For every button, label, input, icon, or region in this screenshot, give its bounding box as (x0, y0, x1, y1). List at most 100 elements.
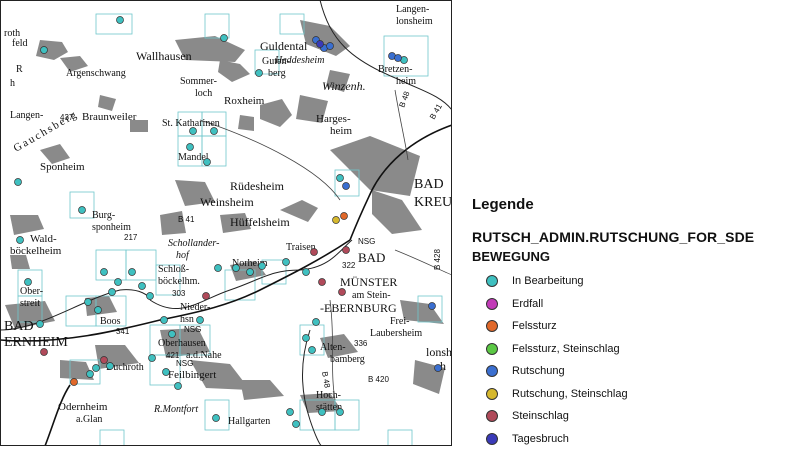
svg-text:streit: streit (20, 298, 40, 309)
svg-text:217: 217 (124, 233, 138, 242)
legend-item: In Bearbeitung (472, 270, 792, 293)
svg-text:Wald-: Wald- (30, 233, 57, 245)
svg-text:BAD: BAD (414, 177, 444, 192)
svg-text:h: h (10, 78, 15, 89)
legend-item: Rutschung, Steinschlag (472, 383, 792, 406)
svg-text:Duchroth: Duchroth (106, 362, 144, 373)
point-rutschung (434, 364, 442, 372)
point-in-bearbeitung (92, 364, 100, 372)
point-rutschung (428, 302, 436, 310)
point-tagesbruch (316, 40, 324, 48)
point-in-bearbeitung (318, 408, 326, 416)
svg-text:Feilbingert: Feilbingert (168, 369, 216, 381)
legend-swatch-icon (486, 297, 498, 310)
svg-text:Norheim: Norheim (232, 258, 268, 269)
point-in-bearbeitung (255, 69, 263, 77)
map-view[interactable]: roth feld R h Langen- Wallhausen Guldent… (0, 0, 452, 446)
point-steinschlag (338, 288, 346, 296)
point-in-bearbeitung (336, 174, 344, 182)
roads (199, 89, 452, 401)
point-in-bearbeitung (282, 258, 290, 266)
point-in-bearbeitung (292, 420, 300, 428)
svg-text:B 428: B 428 (433, 249, 442, 270)
legend-item: Felssturz, Steinschlag (472, 338, 792, 361)
svg-text:421: 421 (166, 351, 180, 360)
svg-text:Heddesheim: Heddesheim (274, 55, 324, 66)
svg-text:R: R (16, 64, 23, 75)
legend-item: Steinschlag (472, 405, 792, 428)
point-in-bearbeitung (40, 46, 48, 54)
point-in-bearbeitung (336, 408, 344, 416)
legend-swatch-icon (486, 365, 498, 378)
legend-item-label: Steinschlag (512, 410, 569, 423)
landslide-points (14, 16, 442, 428)
legend-item-label: Felssturz, Steinschlag (512, 342, 620, 355)
svg-text:heim: heim (330, 125, 352, 137)
point-in-bearbeitung (114, 278, 122, 286)
legend-swatch-icon (486, 275, 498, 288)
svg-text:B 41: B 41 (178, 215, 195, 224)
svg-text:Hallgarten: Hallgarten (228, 416, 270, 427)
svg-text:Sommer-: Sommer- (180, 76, 217, 87)
svg-text:Traisen: Traisen (286, 242, 316, 253)
svg-text:Langen-: Langen- (10, 110, 43, 121)
legend-item-label: Rutschung (512, 365, 565, 378)
legend-item-label: In Bearbeitung (512, 275, 584, 288)
point-in-bearbeitung (186, 143, 194, 151)
point-in-bearbeitung (189, 127, 197, 135)
legend-item: Tagesbruch (472, 428, 792, 451)
point-in-bearbeitung (116, 16, 124, 24)
svg-text:437: 437 (60, 113, 74, 122)
svg-text:lonsheim: lonsheim (426, 345, 452, 359)
svg-text:roth: roth (4, 28, 20, 39)
svg-text:loch: loch (195, 88, 212, 99)
point-steinschlag (202, 292, 210, 300)
point-in-bearbeitung (212, 414, 220, 422)
point-in-bearbeitung (286, 408, 294, 416)
svg-text:böckelhm.: böckelhm. (158, 276, 200, 287)
svg-text:a.d.Nahe: a.d.Nahe (186, 350, 222, 361)
svg-text:Schollander-: Schollander- (168, 238, 219, 249)
point-steinschlag (100, 356, 108, 364)
svg-text:Braunweiler: Braunweiler (82, 111, 137, 123)
legend-item-label: Rutschung, Steinschlag (512, 387, 628, 400)
svg-text:heim: heim (396, 76, 416, 87)
legend-swatch-icon (486, 432, 498, 445)
svg-text:B 48: B 48 (320, 371, 332, 389)
legend-item-label: Felssturz (512, 320, 557, 333)
svg-text:bamberg: bamberg (330, 354, 365, 365)
svg-text:341: 341 (116, 327, 130, 336)
svg-text:303: 303 (172, 289, 186, 298)
point-in-bearbeitung (210, 127, 218, 135)
svg-text:Schloß-: Schloß- (158, 264, 189, 275)
point-in-bearbeitung (78, 206, 86, 214)
svg-text:Ober-: Ober- (20, 286, 43, 297)
svg-text:NSG: NSG (176, 359, 193, 368)
svg-text:Wallhausen: Wallhausen (136, 49, 192, 63)
point-in-bearbeitung (203, 158, 211, 166)
svg-text:sponheim: sponheim (92, 222, 131, 233)
point-in-bearbeitung (302, 268, 310, 276)
svg-text:feld: feld (12, 38, 28, 49)
point-rutschung (326, 42, 334, 50)
point-in-bearbeitung (148, 354, 156, 362)
svg-text:NSG: NSG (358, 237, 375, 246)
legend-item-label: Tagesbruch (512, 432, 569, 445)
point-rutschung (342, 182, 350, 190)
svg-text:Weinsheim: Weinsheim (200, 195, 254, 209)
svg-text:böckelheim: böckelheim (10, 245, 62, 257)
svg-text:BAD: BAD (4, 319, 34, 334)
point-in-bearbeitung (312, 318, 320, 326)
svg-text:Laubersheim: Laubersheim (370, 328, 422, 339)
legend-title: Legende (472, 196, 534, 213)
svg-text:Hüffelsheim: Hüffelsheim (230, 215, 290, 229)
point-felssturz (340, 212, 348, 220)
legend-swatch-icon (486, 410, 498, 423)
svg-text:NSG: NSG (184, 325, 201, 334)
svg-text:MÜNSTER: MÜNSTER (340, 275, 397, 289)
svg-text:stätten: stätten (316, 402, 342, 413)
svg-text:Langen-: Langen- (396, 4, 429, 15)
map-frame (0, 0, 452, 446)
svg-text:hof: hof (176, 250, 190, 261)
